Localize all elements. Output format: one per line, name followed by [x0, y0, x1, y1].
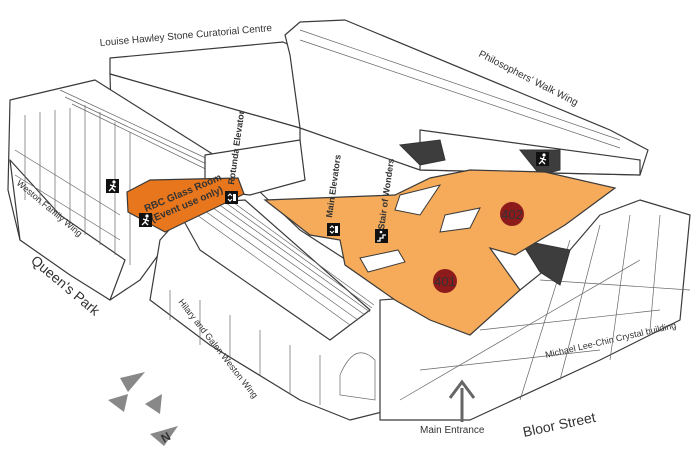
gallery-cutout	[359, 249, 406, 273]
room-402-label: 402	[501, 207, 523, 222]
gallery-floor-level-4	[263, 169, 617, 336]
rbc-glass-room[interactable]	[126, 177, 245, 233]
main-entrance-label: Main Entrance	[420, 425, 485, 436]
elevator-icon	[327, 223, 340, 236]
philosophers-walk-building	[284, 19, 649, 176]
room-402[interactable]: 402	[500, 202, 524, 226]
bloor-street-label: Bloor Street	[521, 409, 597, 440]
crystal-building	[379, 139, 691, 421]
exit-icon	[536, 152, 549, 166]
hilary-galen-weston-wing-building	[149, 189, 411, 421]
exit-icon	[139, 213, 152, 227]
stair-icon	[375, 229, 388, 243]
main-entrance-arrow	[448, 379, 476, 422]
exit-icon	[106, 179, 119, 193]
weston-family-wing-building	[7, 79, 251, 301]
room-401[interactable]: 401	[433, 269, 457, 293]
compass: N	[108, 372, 178, 446]
gallery-cutout	[394, 184, 442, 216]
room-401-label: 401	[434, 274, 456, 289]
elevator-icon	[225, 191, 238, 204]
gallery-cutout	[439, 207, 481, 233]
